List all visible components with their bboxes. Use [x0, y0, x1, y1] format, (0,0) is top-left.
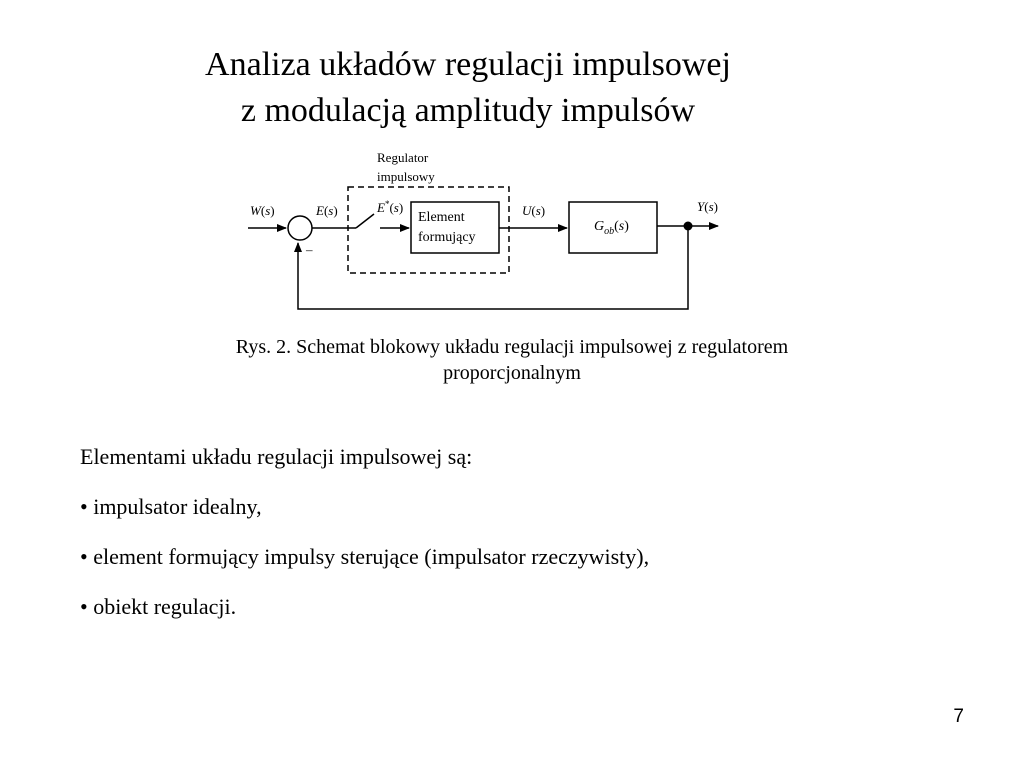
bullet-item: • impulsator idealny,: [80, 494, 262, 519]
feedback-minus-sign: –: [305, 242, 313, 257]
forming-element-block: [410, 201, 500, 254]
forming-element-line-2: formujący: [418, 230, 476, 245]
plant-block: [568, 201, 658, 254]
plant-open: (: [614, 219, 619, 234]
sampled-signal-label: E*(s): [376, 199, 403, 215]
sampled-signal-arg: s: [394, 200, 399, 215]
plant-letter: G: [594, 219, 604, 234]
page-number: 7: [953, 706, 964, 727]
sampled-signal-star: *: [385, 199, 390, 209]
plant-arg: s: [619, 219, 625, 234]
error-signal-open: (: [324, 203, 328, 218]
control-signal-arg: s: [536, 203, 541, 218]
output-signal-open: (: [704, 199, 708, 214]
body-text: Elementami układu regulacji impulsowej s…: [80, 442, 980, 642]
control-signal-close: ): [541, 203, 545, 218]
input-signal-arg: s: [265, 203, 270, 218]
control-signal-letter: U: [522, 203, 533, 218]
output-signal-label: Y(s): [697, 199, 718, 214]
plant-subscript: ob: [604, 226, 614, 237]
input-signal-close: ): [270, 203, 274, 218]
input-signal-label: W(s): [250, 203, 275, 218]
output-signal-arg: s: [709, 199, 714, 214]
forming-element-line-1: Element: [418, 210, 465, 225]
regulator-frame: [347, 186, 510, 274]
figure-caption: Rys. 2. Schemat blokowy układu regulacji…: [0, 334, 1024, 386]
bullet-item: • obiekt regulacji.: [80, 594, 237, 619]
error-signal-close: ): [333, 203, 337, 218]
error-signal-letter: E: [315, 203, 324, 218]
summing-junction: [287, 215, 313, 241]
control-signal-open: (: [531, 203, 535, 218]
control-signal-label: U(s): [522, 203, 545, 218]
slide-title-line-1: Analiza układów regulacji impulsowej: [205, 46, 731, 83]
feedback-path: [294, 226, 689, 310]
error-signal-arg: s: [328, 203, 333, 218]
slide-title-line-2: z modulacją amplitudy impulsów: [240, 92, 696, 129]
sampled-signal-open: (: [389, 200, 393, 215]
sampled-signal-letter: E: [376, 200, 385, 215]
figure-caption-line-1: Rys. 2. Schemat blokowy układu regulacji…: [235, 336, 789, 358]
plant-transfer-function: Gob(s): [594, 219, 629, 237]
bullet-item: • element formujący impulsy sterujące (i…: [80, 544, 650, 569]
regulator-label-line-2: impulsowy: [377, 169, 435, 184]
sampled-signal-close: ): [399, 200, 403, 215]
output-signal-close: ): [714, 199, 718, 214]
plant-close: ): [624, 219, 629, 234]
error-signal-label: E(s): [315, 203, 338, 218]
regulator-label-line-1: Regulator: [377, 150, 429, 165]
body-intro: Elementami układu regulacji impulsowej s…: [80, 444, 473, 469]
output-signal-letter: Y: [697, 199, 706, 214]
slide-title: Analiza układów regulacji impulsowej z m…: [0, 42, 936, 134]
input-signal-letter: W: [250, 203, 262, 218]
sampler-switch: [355, 213, 375, 229]
input-signal-open: (: [261, 203, 265, 218]
figure-caption-line-2: proporcjonalnym: [443, 362, 581, 384]
